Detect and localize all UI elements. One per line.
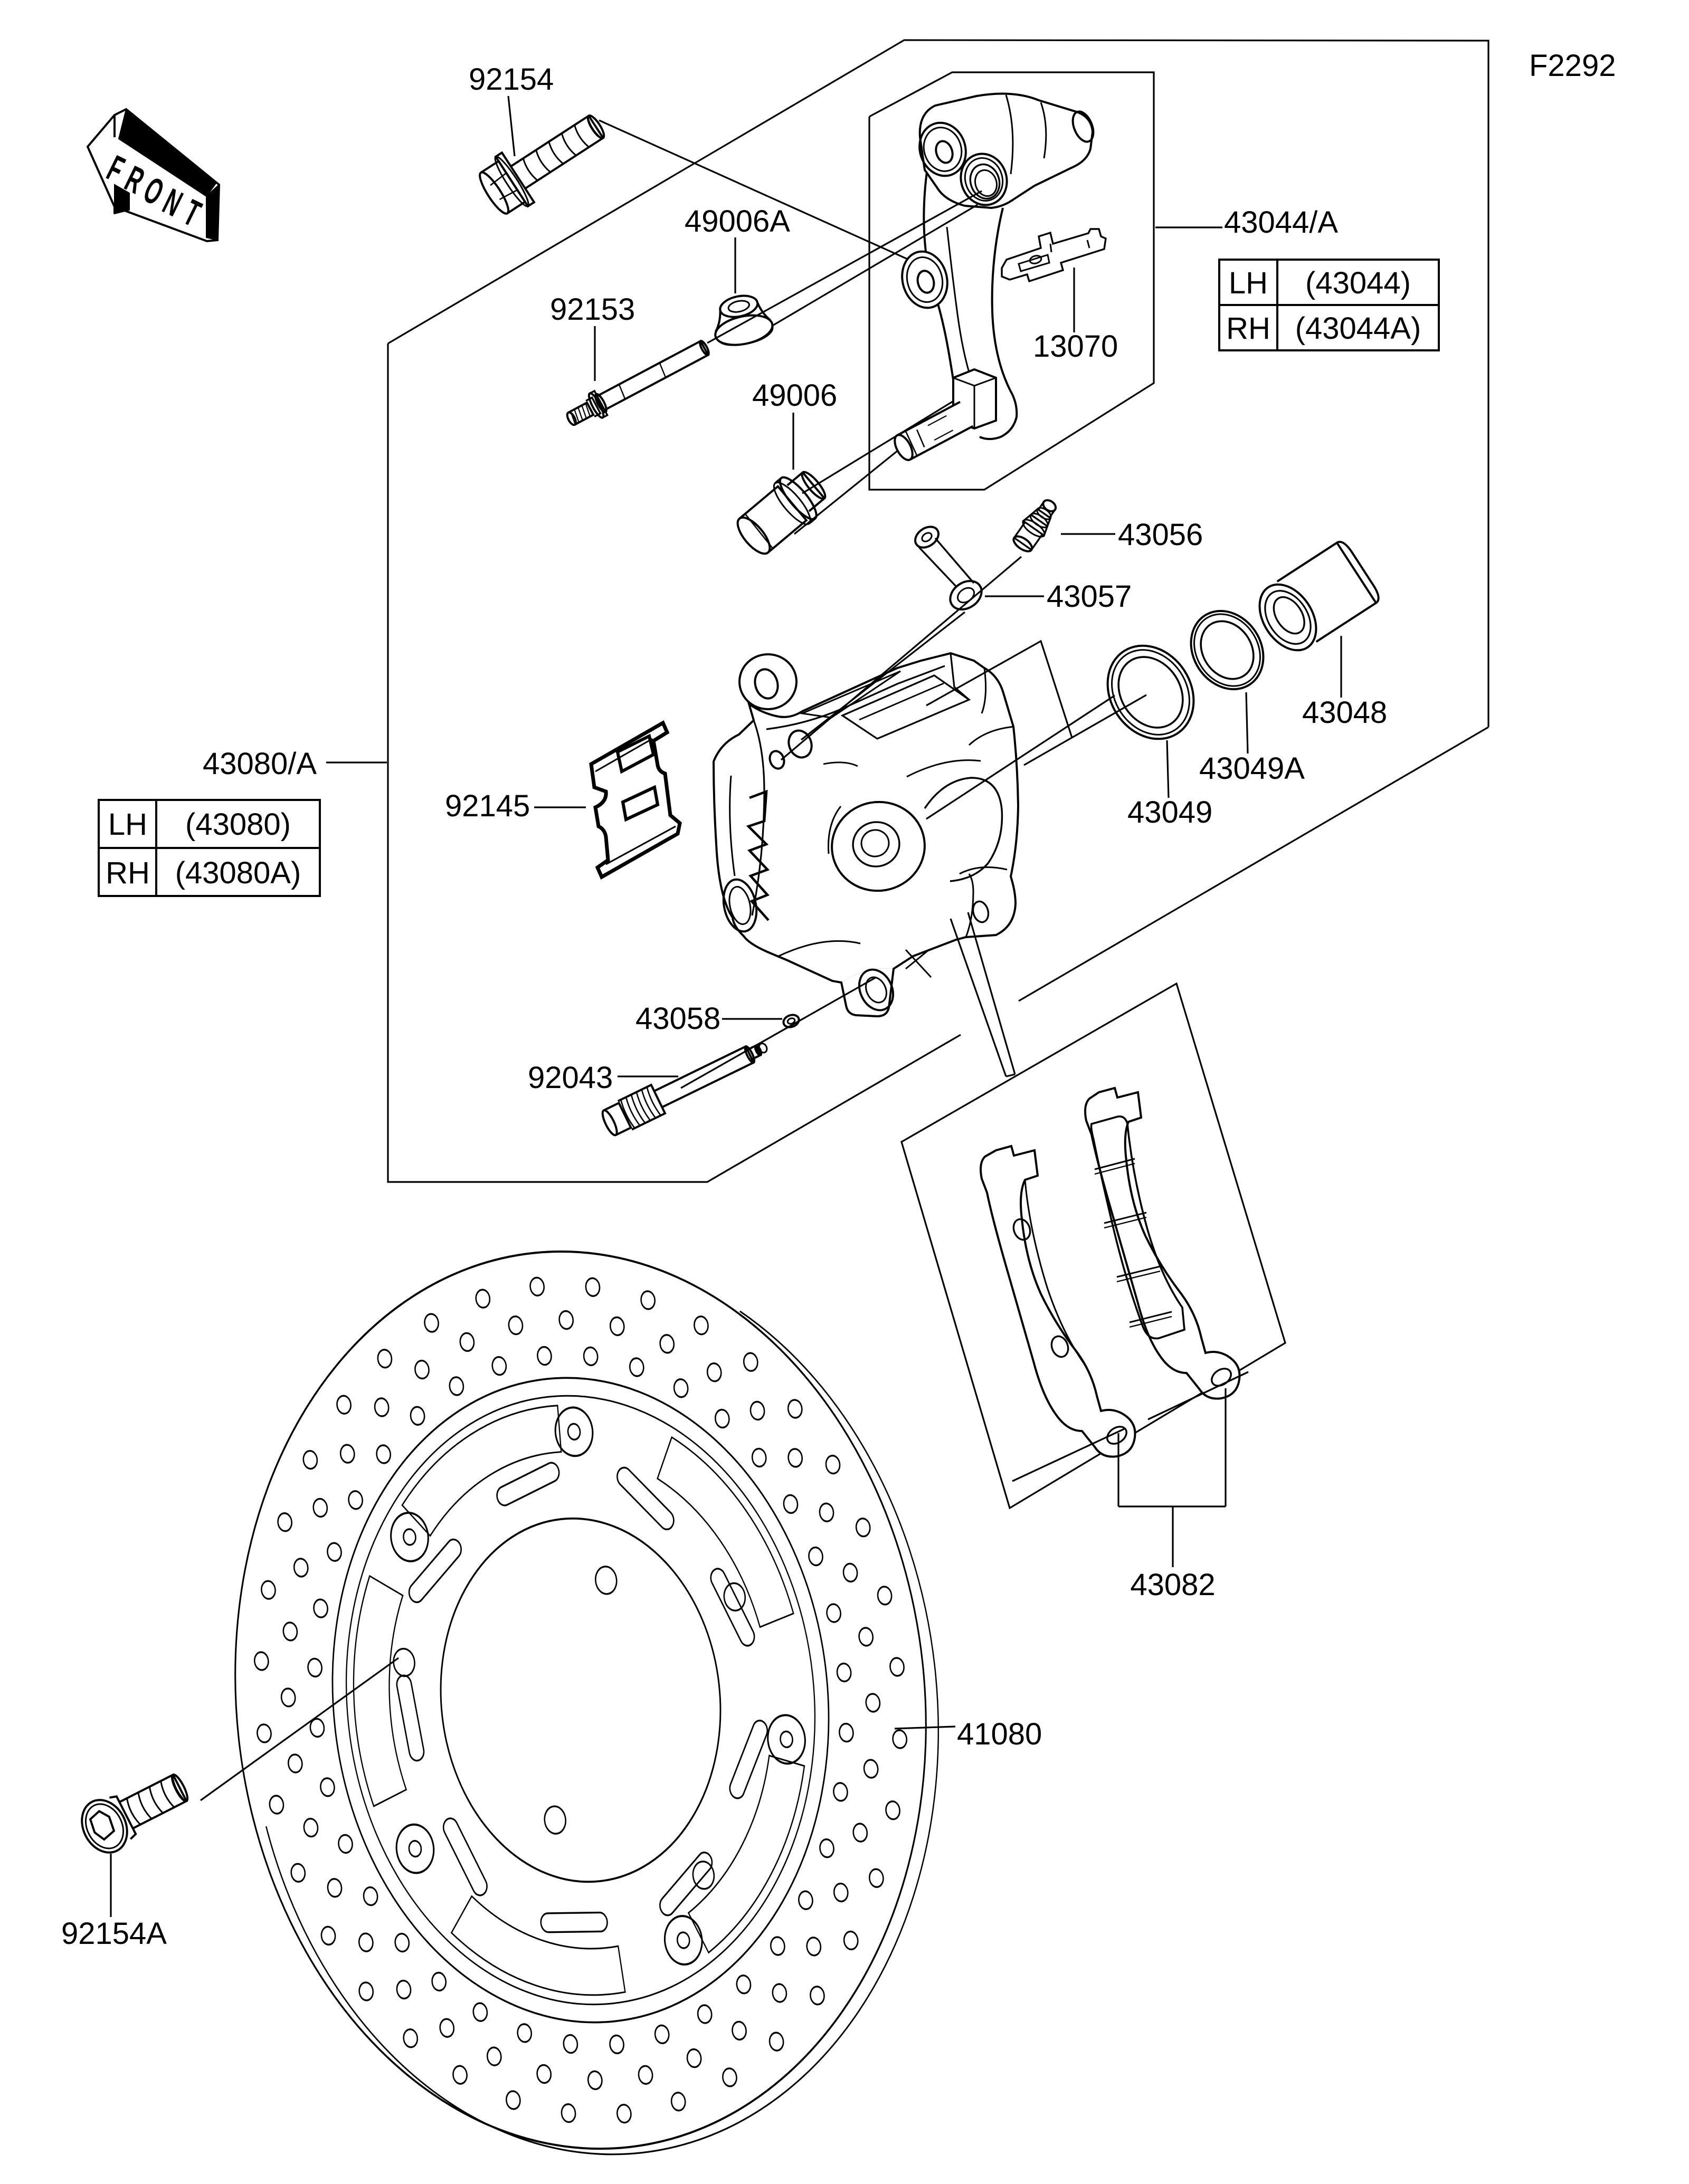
svg-text:RH: RH	[106, 856, 150, 890]
svg-text:43057: 43057	[1047, 579, 1132, 614]
svg-text:43048: 43048	[1302, 695, 1387, 730]
svg-text:92043: 92043	[528, 1061, 613, 1095]
svg-text:41080: 41080	[957, 1717, 1042, 1751]
svg-text:92145: 92145	[445, 789, 530, 823]
svg-text:43082: 43082	[1130, 1568, 1215, 1602]
svg-text:43049A: 43049A	[1199, 751, 1305, 786]
svg-text:43044/A: 43044/A	[1224, 205, 1338, 240]
svg-text:13070: 13070	[1033, 329, 1118, 364]
svg-text:(43080A): (43080A)	[175, 856, 301, 890]
svg-text:92153: 92153	[550, 292, 635, 327]
svg-text:49006A: 49006A	[685, 204, 790, 239]
svg-text:LH: LH	[1229, 266, 1268, 300]
svg-text:43049: 43049	[1127, 795, 1212, 829]
svg-text:43058: 43058	[635, 1002, 720, 1036]
svg-text:(43044A): (43044A)	[1295, 311, 1421, 346]
svg-text:43056: 43056	[1118, 518, 1203, 552]
svg-text:F2292: F2292	[1529, 49, 1616, 83]
svg-text:(43044): (43044)	[1305, 266, 1411, 300]
svg-text:LH: LH	[108, 807, 147, 842]
svg-text:92154A: 92154A	[61, 1916, 167, 1951]
svg-text:49006: 49006	[752, 378, 837, 413]
svg-text:92154: 92154	[469, 62, 554, 97]
svg-text:43080/A: 43080/A	[203, 747, 317, 781]
svg-text:RH: RH	[1226, 311, 1270, 346]
svg-text:(43080): (43080)	[185, 807, 291, 842]
